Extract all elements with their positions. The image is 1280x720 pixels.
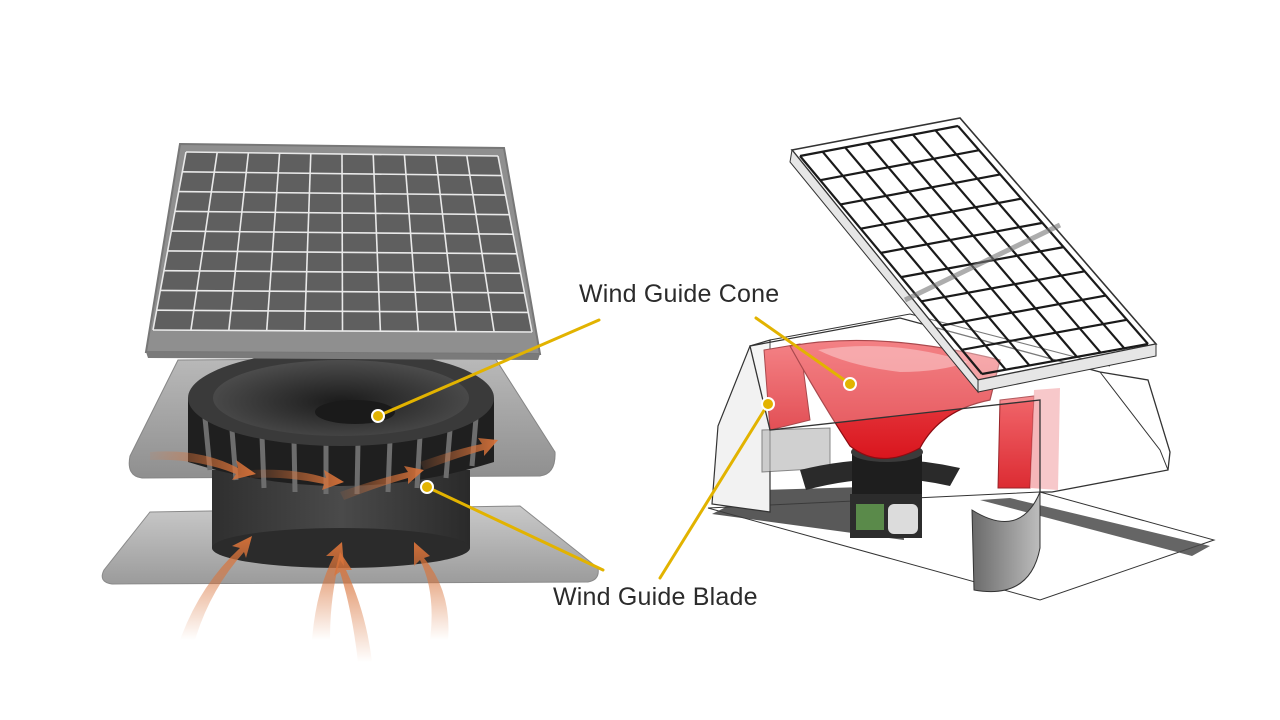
blade-marker-left [421,481,433,493]
wind-guide-cone [213,360,469,436]
cell-grid-line [342,154,343,331]
blade-marker-right [762,398,774,410]
wind-guide-blade-red [998,396,1034,488]
wind-guide-cone-label: Wind Guide Cone [579,280,779,309]
solar-attic-fan-photo [102,144,598,662]
wind-guide-blade-label: Wind Guide Blade [553,583,758,612]
solar-attic-fan-cutaway-drawing [708,118,1214,600]
cone-marker-right [844,378,856,390]
cone-marker-left [372,410,384,422]
